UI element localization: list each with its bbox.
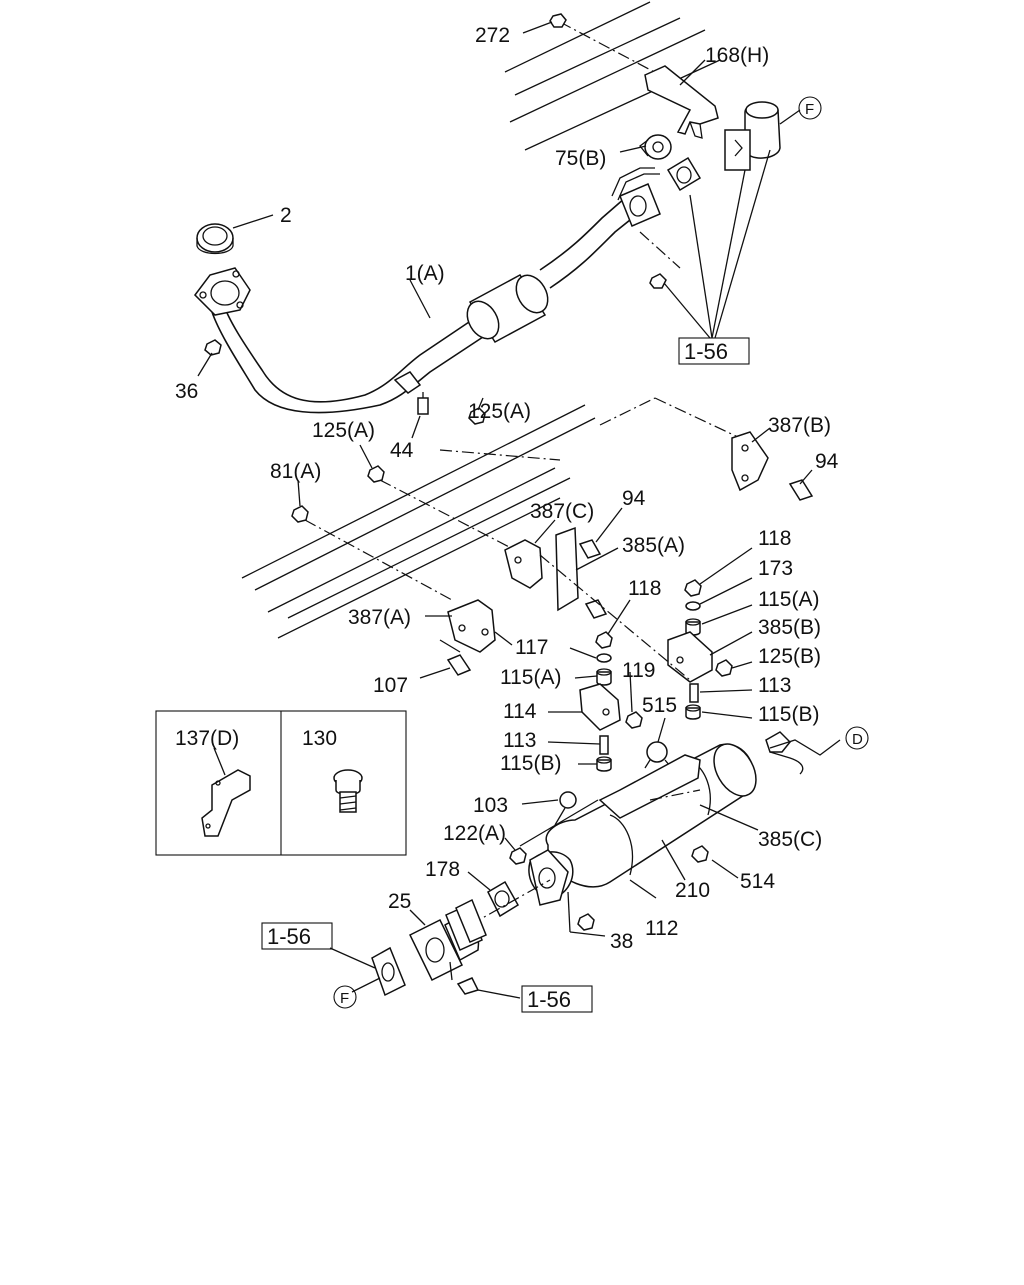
callout-385b: 385(B): [758, 616, 821, 639]
callout-107: 107: [373, 674, 408, 697]
ref-box-1-56-left-label: 1-56: [267, 924, 311, 949]
callout-117: 117: [515, 636, 548, 659]
callout-81a: 81(A): [270, 460, 321, 483]
bracket-385a: [555, 526, 608, 619]
callout-103: 103: [473, 794, 508, 817]
callout-122a: 122(A): [443, 822, 506, 845]
callout-387c: 387(C): [530, 500, 594, 523]
tail-pipe-25: [408, 898, 487, 982]
callout-115a-upper: 115(A): [758, 588, 819, 611]
callout-118-upper: 118: [758, 527, 791, 550]
circled-ref-d-label: D: [852, 731, 863, 748]
callout-125a-upper: 125(A): [468, 400, 531, 423]
nut-272: [549, 13, 567, 28]
callout-125b: 125(B): [758, 645, 821, 668]
bolt-94-lower: [578, 539, 602, 559]
callout-1a: 1(A): [405, 262, 445, 285]
bracket-168h: [644, 65, 719, 139]
bracket-387a: [439, 599, 496, 653]
nut-81a: [291, 505, 309, 523]
upper-frame-rails: [504, 1, 721, 151]
front-exhaust-pipe-1a: [211, 167, 661, 414]
circled-ref-f-bottom: [333, 985, 357, 1009]
sensor-515: [644, 741, 671, 769]
callout-113-right: 113: [758, 674, 791, 697]
callout-272: 272: [475, 24, 510, 47]
callout-387a: 387(A): [348, 606, 411, 629]
rubber-mount-75b: [639, 134, 672, 160]
callout-113-center: 113: [503, 729, 536, 752]
callout-119: 119: [622, 659, 655, 682]
callout-387b: 387(B): [768, 414, 831, 437]
callout-130: 130: [302, 727, 337, 750]
callout-112: 112: [645, 917, 678, 940]
inlet-flange: [194, 267, 251, 316]
callout-168h: 168(H): [705, 44, 769, 67]
bracket-387c: [504, 539, 543, 589]
bolt-103: [554, 791, 577, 826]
callout-137d: 137(D): [175, 727, 239, 750]
callout-118-center: 118: [628, 577, 661, 600]
callout-115a-center: 115(A): [500, 666, 561, 689]
bolt-130-icon: [333, 769, 363, 813]
callout-385a: 385(A): [622, 534, 685, 557]
callout-515: 515: [642, 694, 677, 717]
flange-gasket-top: [666, 156, 702, 192]
bolt-94-upper: [788, 479, 814, 501]
ref-box-1-56-bottom[interactable]: [521, 985, 593, 1013]
circled-ref-f-top-label: F: [805, 101, 814, 118]
bracket-385c: [598, 754, 701, 819]
bolt-107: [446, 654, 472, 676]
nut-125a-lower: [367, 465, 385, 483]
exhaust-brake-unit: [724, 101, 781, 171]
stack-right: [667, 579, 733, 720]
callout-173: 173: [758, 557, 793, 580]
gasket-2: [196, 223, 234, 255]
circled-ref-d: [845, 726, 869, 750]
flange-bottom-left: [371, 946, 406, 997]
top-leaders: [639, 149, 771, 339]
bracket-387b: [731, 431, 769, 492]
circled-ref-f-bottom-label: F: [340, 990, 349, 1007]
ref-box-1-56-top[interactable]: [678, 337, 750, 365]
callout-25: 25: [388, 890, 411, 913]
circled-ref-f-top: [798, 96, 822, 120]
callout-210: 210: [675, 879, 710, 902]
inset-box: [155, 710, 407, 856]
ref-box-1-56-bottom-label: 1-56: [527, 987, 571, 1012]
callout-36: 36: [175, 380, 198, 403]
callout-114: 114: [503, 700, 537, 723]
callout-75b: 75(B): [555, 147, 606, 170]
nut-514: [691, 845, 709, 863]
nut-38: [577, 913, 595, 931]
callout-115b-right: 115(B): [758, 703, 819, 726]
bolt-44: [393, 371, 429, 415]
callout-94-upper: 94: [815, 450, 839, 473]
nut-36: [204, 339, 222, 356]
callout-2: 2: [280, 204, 292, 227]
nut-122a: [509, 847, 527, 865]
stack-center: [579, 631, 643, 772]
ref-box-1-56-top-label: 1-56: [684, 339, 728, 364]
callout-115b-center: 115(B): [500, 752, 561, 775]
bolt-bottom: [456, 977, 480, 995]
ref-box-1-56-left[interactable]: [261, 922, 333, 950]
callout-44: 44: [390, 439, 414, 462]
callout-38: 38: [610, 930, 633, 953]
gasket-178: [487, 880, 520, 918]
callout-178: 178: [425, 858, 460, 881]
callout-125a-lower: 125(A): [312, 419, 375, 442]
callout-514: 514: [740, 870, 775, 893]
muffler-210: [528, 731, 804, 906]
callout-94-lower: 94: [622, 487, 646, 510]
callout-385c: 385(C): [758, 828, 822, 851]
